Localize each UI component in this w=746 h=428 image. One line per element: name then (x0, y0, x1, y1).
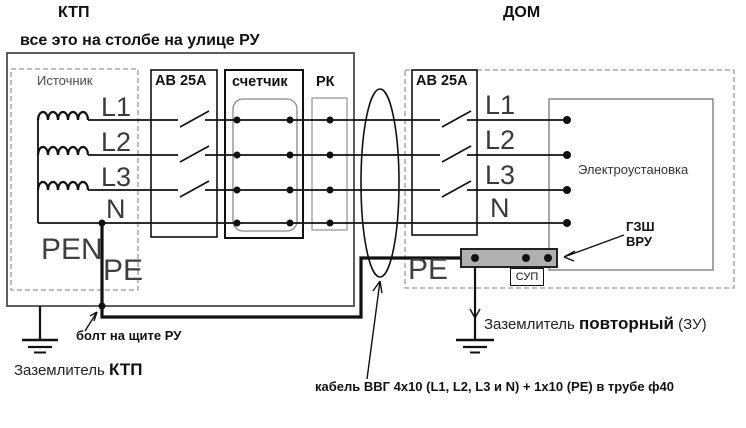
installation-terminal (563, 219, 571, 227)
meter-terminal (233, 151, 241, 159)
pe-conductor (100, 223, 461, 319)
cable-arrow-icon (366, 280, 383, 380)
ktp-wire-label-N: N (106, 194, 126, 224)
ktp-wire-label-L3: L3 (101, 162, 132, 192)
gzsh-bus-bar (460, 248, 558, 268)
rk-terminal (326, 186, 334, 194)
bolt-note: болт на щите РУ (76, 328, 182, 343)
house-breaker-label: АВ 25А (416, 73, 468, 89)
repeat-earth-electrode-icon (456, 267, 494, 354)
meter-terminal (286, 219, 294, 227)
pe-ktp-label: PE (103, 254, 144, 287)
switch-blade-ktp-L2 (179, 145, 210, 163)
ktp-ground-prefix: Заземлитель (14, 362, 110, 379)
terminal-dots (98, 116, 571, 310)
switch-blade-dom-L2 (441, 145, 472, 163)
installation-label: Электроустановка (578, 162, 689, 177)
installation-terminal (563, 116, 571, 124)
bus-terminal (471, 254, 479, 262)
house-breaker-box (411, 69, 478, 236)
meter-inner-box (232, 98, 298, 232)
bolt-arrow-icon (84, 311, 98, 332)
installation-terminal (563, 186, 571, 194)
gzsh-arrow-icon (563, 234, 625, 262)
repeat-earth-wire-arrow-icon (469, 308, 481, 320)
dom-wire-label-N: N (490, 193, 510, 223)
coil-L2-icon (36, 145, 90, 156)
rk-terminal (326, 219, 334, 227)
cable-ellipse-icon (360, 88, 400, 278)
repeat-ground-prefix: Заземлитель (484, 316, 580, 333)
dom-title: ДОМ (503, 4, 541, 21)
rk-box (311, 97, 348, 231)
rk-label: РК (316, 74, 335, 90)
ktp-wire-label-L2: L2 (101, 127, 132, 157)
coil-L1-icon (36, 110, 90, 121)
meter-terminal (233, 186, 241, 194)
rk-terminal (326, 116, 334, 124)
source-label: Источник (37, 73, 93, 88)
ktp-ground-bold: КТП (109, 360, 143, 379)
meter-terminal (286, 151, 294, 159)
repeat-ground-suffix: (ЗУ) (674, 316, 707, 333)
source-dashed-box (10, 68, 139, 291)
meter-terminal (286, 116, 294, 124)
ktp-earth-electrode-icon (22, 306, 58, 354)
ktp-enclosure-box (6, 52, 355, 307)
breaker-blades (179, 110, 472, 198)
dom-wire-label-L3: L3 (485, 160, 516, 190)
installation-terminal (563, 151, 571, 159)
meter-label: счетчик (232, 74, 288, 90)
switch-blade-dom-L3 (441, 180, 472, 198)
ktp-title: КТП (58, 4, 90, 21)
switch-blade-dom-L1 (441, 110, 472, 128)
dom-wire-label-L2: L2 (485, 125, 516, 155)
meter-terminal (286, 186, 294, 194)
meter-box (224, 69, 304, 239)
repeat-ground-bold: повторный (579, 314, 675, 333)
meter-terminal (233, 116, 241, 124)
switch-blade-ktp-L1 (179, 110, 210, 128)
coil-L3-icon (36, 180, 90, 191)
meter-terminal (233, 219, 241, 227)
annotation-arrows (84, 234, 625, 380)
bus-terminal (522, 254, 530, 262)
house-dashed-box (404, 69, 735, 289)
ktp-breaker-label: АВ 25А (155, 73, 207, 89)
pe-dom-label: PE (408, 253, 449, 286)
rk-terminal (326, 151, 334, 159)
bolt-junction (98, 302, 106, 310)
pen-split-junction (98, 219, 106, 227)
ktp-ground-label: Заземлитель КТП (14, 361, 142, 379)
ktp-breaker-box (150, 69, 218, 238)
bus-terminal (544, 254, 552, 262)
gzsh-vru-label: ГЗШ ВРУ (626, 219, 655, 249)
phase-wires (38, 119, 567, 224)
ktp-wire-label-L1: L1 (101, 92, 132, 122)
dom-wire-label-L1: L1 (485, 90, 516, 120)
pen-label: PEN (41, 233, 103, 266)
pole-note: все это на столбе на улице РУ (20, 32, 260, 49)
cable-note: кабель ВВГ 4х10 (L1, L2, L3 и N) + 1х10 … (315, 379, 675, 394)
repeat-ground-label: Заземлитель повторный (ЗУ) (484, 315, 707, 333)
installation-box (548, 98, 714, 271)
sup-label: СУП (510, 268, 544, 286)
switch-blade-ktp-L3 (179, 180, 210, 198)
